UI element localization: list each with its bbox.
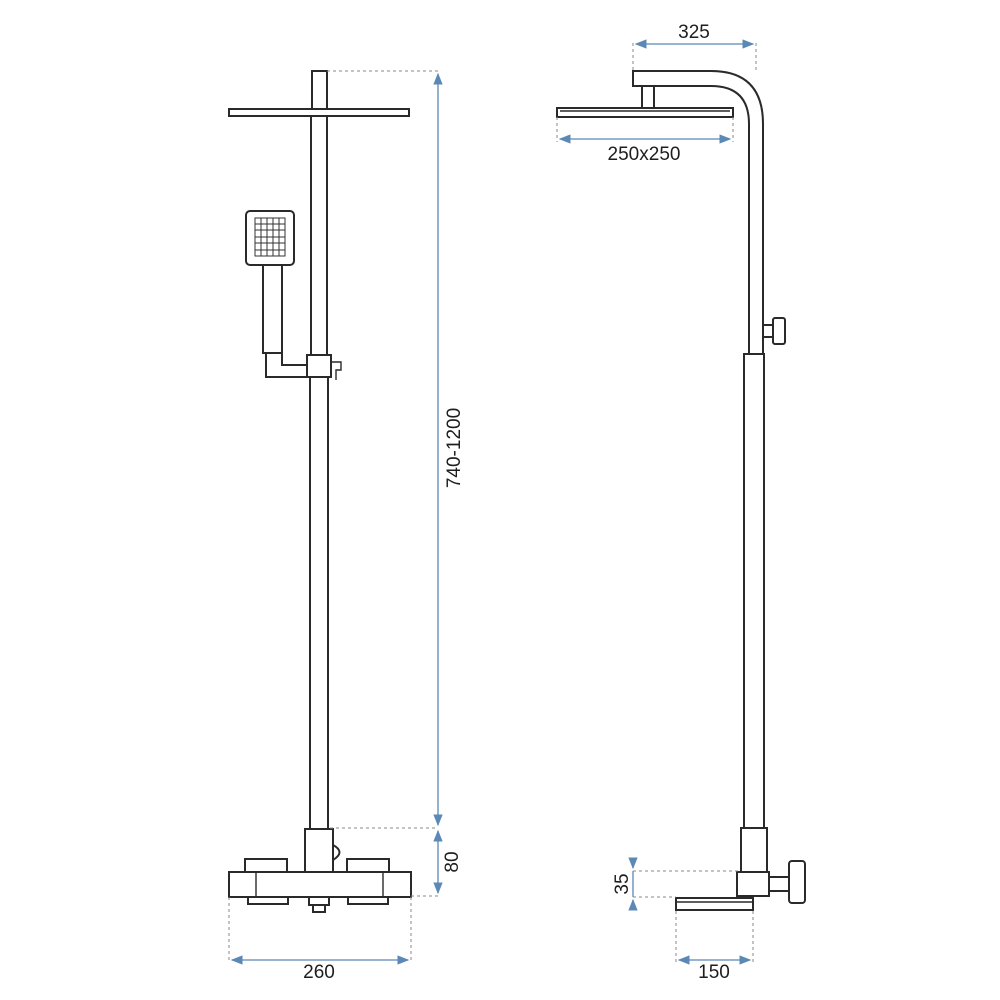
- spout-length-label: 150: [698, 962, 730, 983]
- front-spout: [308, 896, 330, 906]
- side-view: 325 250x250 35 150: [556, 22, 806, 983]
- front-spout-tip: [312, 904, 326, 913]
- front-hand-shower-handle: [262, 264, 283, 354]
- front-base-tube: [304, 828, 334, 873]
- front-riser-upper: [310, 115, 328, 357]
- mixer-width-label: 260: [303, 962, 335, 983]
- front-right-handle-top: [346, 858, 390, 873]
- front-diverter-lever: [331, 361, 342, 380]
- side-mixer-body: [736, 871, 770, 897]
- arm-projection-label: 325: [678, 22, 710, 43]
- front-hand-shower-head: [245, 210, 295, 266]
- front-left-handle-bottom: [247, 896, 289, 905]
- height-range-label: 740-1200: [444, 408, 465, 488]
- side-height-knob: [772, 317, 786, 345]
- front-top-cap: [311, 70, 328, 110]
- side-base-tube: [740, 827, 768, 873]
- side-lower-tube: [743, 353, 765, 831]
- side-height-knob-stem: [762, 324, 774, 338]
- front-holder-arm: [265, 351, 308, 378]
- side-mixer-handle: [788, 860, 806, 904]
- front-hand-shower-grid-lines: [255, 218, 285, 256]
- side-head-connector: [641, 85, 655, 109]
- side-mixer-stem: [768, 876, 792, 892]
- front-slider-connector: [306, 354, 332, 378]
- front-view: 740-1200 80 260: [228, 70, 465, 983]
- front-mixer-knob: [332, 843, 341, 862]
- front-mixer-body: [228, 871, 412, 898]
- front-riser-lower: [309, 376, 329, 830]
- head-size-label: 250x250: [608, 144, 681, 165]
- side-spout: [675, 897, 754, 911]
- side-shower-head: [556, 107, 734, 118]
- mixer-height-label: 80: [442, 851, 463, 872]
- front-left-handle-top: [244, 858, 288, 873]
- spout-offset-label: 35: [612, 873, 633, 894]
- front-shower-head: [228, 108, 410, 117]
- front-right-handle-bottom: [347, 896, 389, 905]
